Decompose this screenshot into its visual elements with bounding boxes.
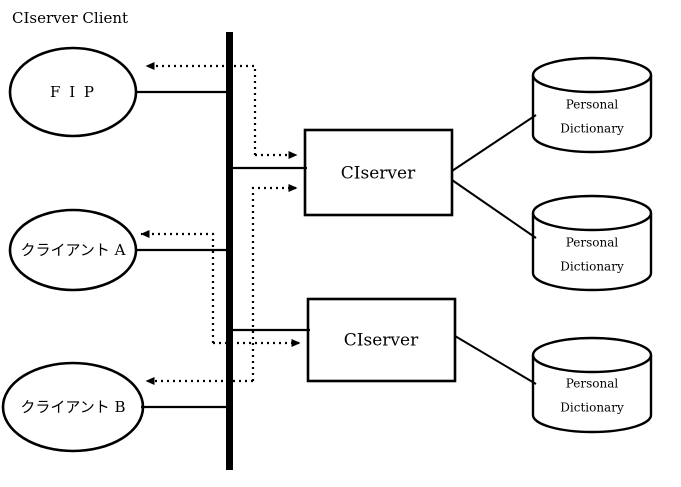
- datastore-node-personal-dictionary-2[interactable]: Personal Dictionary: [531, 194, 653, 292]
- dictionary-2-label-line2: Dictionary: [560, 260, 624, 274]
- connector-request-to-ciserver-top-2: [251, 184, 298, 381]
- dictionary-3-label-line2: Dictionary: [560, 401, 624, 415]
- ciserver-bottom-box: [306, 297, 457, 383]
- connector-fip-response: [145, 62, 257, 155]
- fip-label: F I P: [50, 83, 96, 101]
- client-b-label: クライアント B: [20, 398, 125, 416]
- dictionary-2-label-line1: Personal: [566, 236, 619, 250]
- dictionary-3-cylinder-top: [531, 336, 653, 374]
- dictionary-3-cylinder-body: [531, 355, 653, 434]
- connector-ciserver-top-to-dictionary-2: [451, 179, 537, 239]
- ciserver-top-label: CIserver: [341, 164, 416, 184]
- ciserver-top-box: [303, 128, 454, 217]
- connector-client-a-response: [140, 230, 215, 343]
- datastore-node-personal-dictionary-1[interactable]: Personal Dictionary: [531, 56, 653, 154]
- dictionary-3-label-line1: Personal: [566, 377, 619, 391]
- dictionary-2-cylinder-top: [531, 194, 653, 232]
- client-a-label: クライアント A: [20, 241, 125, 259]
- page-title: CIserver Client: [12, 9, 128, 27]
- dictionary-1-label-line1: Personal: [566, 98, 619, 112]
- connector-ciserver-top-to-dictionary-1: [451, 114, 537, 172]
- ciserver-bottom-label: CIserver: [344, 331, 419, 351]
- client-node-client-a[interactable]: クライアント A: [8, 208, 138, 292]
- connector-ciserver-bottom-to-dictionary-3: [454, 335, 537, 385]
- dictionary-1-cylinder-body: [531, 75, 653, 154]
- dictionary-2-cylinder-body: [531, 213, 653, 292]
- client-node-fip[interactable]: F I P: [8, 46, 138, 138]
- client-node-client-b[interactable]: クライアント B: [1, 361, 145, 453]
- dictionary-1-label-line2: Dictionary: [560, 122, 624, 136]
- datastore-node-personal-dictionary-3[interactable]: Personal Dictionary: [531, 336, 653, 434]
- network-boundary-bar: [226, 32, 233, 470]
- server-node-ciserver-bottom[interactable]: CIserver: [306, 297, 457, 383]
- dictionary-1-cylinder-top: [531, 56, 653, 94]
- server-node-ciserver-top[interactable]: CIserver: [303, 128, 454, 217]
